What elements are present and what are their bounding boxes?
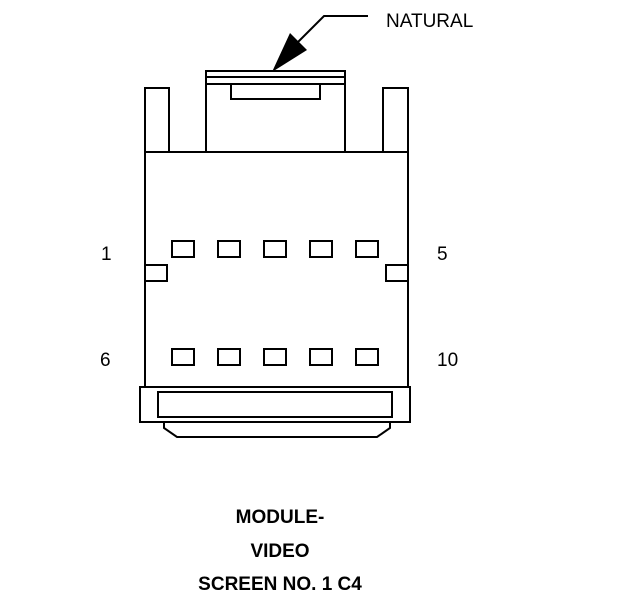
callout-leader: [272, 15, 368, 72]
pin-label-10: 10: [437, 350, 458, 371]
left-latch-ear: [144, 87, 170, 152]
bottom-row-cavities: [171, 348, 379, 366]
right-latch-ear: [382, 87, 409, 152]
pin-cavity: [355, 240, 379, 258]
pin-cavity: [263, 240, 287, 258]
pin-cavity: [355, 348, 379, 366]
pin-cavity: [171, 240, 195, 258]
caption-line-1: MODULE-: [236, 507, 325, 528]
pin-cavity: [171, 348, 195, 366]
connector-base-slot: [157, 391, 393, 418]
top-latch-tab: [230, 83, 321, 100]
pin-label-5: 5: [437, 244, 448, 265]
pin-cavity: [217, 240, 241, 258]
pin-label-6: 6: [100, 350, 111, 371]
connector-base: [139, 386, 411, 423]
pin-cavity: [217, 348, 241, 366]
pin-cavity: [263, 348, 287, 366]
callout-label: NATURAL: [386, 11, 473, 32]
right-side-notch: [385, 264, 409, 282]
callout-arrowhead: [272, 33, 307, 72]
caption-line-3: SCREEN NO. 1 C4: [198, 574, 362, 595]
pin-label-1: 1: [101, 244, 112, 265]
pin-cavity: [309, 240, 333, 258]
top-latch: [205, 70, 346, 152]
caption-line-2: VIDEO: [250, 541, 309, 562]
left-side-notch: [144, 264, 168, 282]
top-row-cavities: [171, 240, 379, 258]
connector-body: [139, 70, 411, 438]
pin-cavity: [309, 348, 333, 366]
connector-base-lip: [163, 422, 391, 438]
